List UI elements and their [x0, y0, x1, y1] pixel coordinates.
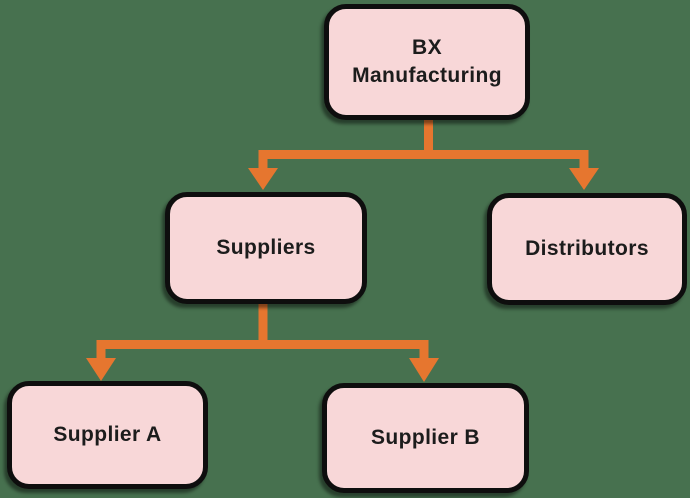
node-bx-manufacturing: BX Manufacturing	[324, 4, 530, 120]
arrowhead-down-icon	[248, 168, 278, 190]
node-distributors: Distributors	[487, 193, 687, 305]
arrowhead-down-icon	[86, 358, 116, 381]
arrowhead-down-icon	[569, 168, 599, 190]
node-label: Suppliers	[216, 235, 316, 259]
connector-root-to-level2	[248, 112, 599, 190]
node-label: Distributors	[525, 236, 649, 260]
arrowhead-down-icon	[409, 358, 439, 382]
connector-suppliers-to-level3	[86, 298, 439, 382]
node-supplier-b: Supplier B	[322, 383, 529, 493]
node-label: BX Manufacturing	[352, 35, 502, 87]
node-supplier-a: Supplier A	[7, 381, 208, 489]
node-label: Supplier B	[370, 425, 480, 449]
node-suppliers: Suppliers	[165, 192, 367, 304]
node-label: Supplier A	[53, 422, 162, 446]
